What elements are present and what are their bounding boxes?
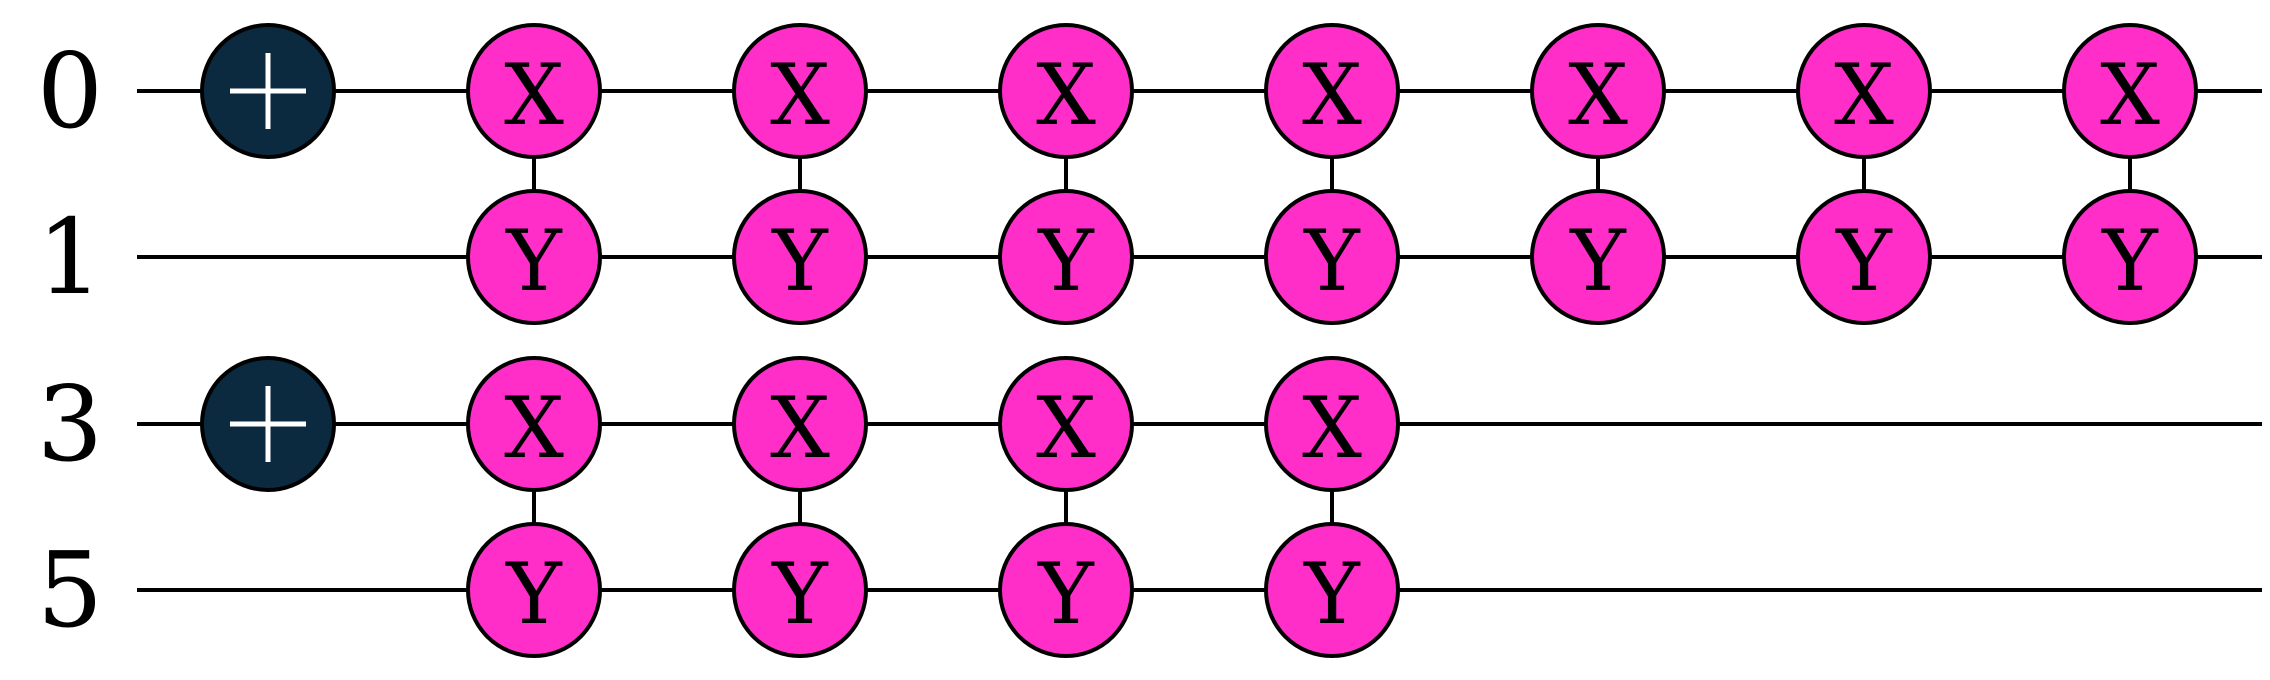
gate-label: Y <box>505 545 563 643</box>
pauli-y-gate: Y <box>1264 189 1400 325</box>
gate-label: Y <box>1569 212 1627 310</box>
gate-label: X <box>770 379 830 477</box>
gate-label: X <box>770 46 830 144</box>
gate-label: Y <box>771 212 829 310</box>
pauli-y-gate: Y <box>2062 189 2198 325</box>
pauli-x-gate: X <box>1264 356 1400 492</box>
pauli-x-gate: X <box>466 356 602 492</box>
gate-label: Y <box>771 545 829 643</box>
gate-label: Y <box>2101 212 2159 310</box>
gate-circle <box>1530 189 1666 325</box>
gate-circle <box>1530 23 1666 159</box>
plus-gate <box>200 356 336 492</box>
gate-circle <box>1796 23 1932 159</box>
plus-gate <box>200 23 336 159</box>
gate-label: Y <box>1303 545 1361 643</box>
gate-label: Y <box>505 212 563 310</box>
pauli-x-gate: X <box>998 356 1134 492</box>
pauli-y-gate: Y <box>466 522 602 658</box>
pauli-x-gate: X <box>466 23 602 159</box>
gate-label: X <box>1036 379 1096 477</box>
gate-circle <box>466 23 602 159</box>
gate-circle <box>998 189 1134 325</box>
gate-circle <box>732 356 868 492</box>
gate-label: X <box>2100 46 2160 144</box>
pauli-x-gate: X <box>732 23 868 159</box>
gate-circle <box>1264 23 1400 159</box>
gate-label: X <box>1568 46 1628 144</box>
gate-label: Y <box>1037 212 1095 310</box>
gate-circle <box>1264 356 1400 492</box>
gate-circle <box>998 522 1134 658</box>
gate-circle <box>2062 23 2198 159</box>
gate-circle <box>732 522 868 658</box>
gate-circle <box>1796 189 1932 325</box>
gate-circle <box>732 23 868 159</box>
pauli-y-gate: Y <box>1530 189 1666 325</box>
wires-layer <box>137 89 2262 592</box>
gate-label: Y <box>1303 212 1361 310</box>
gate-circle <box>732 189 868 325</box>
qubit-label: 3 <box>37 363 103 485</box>
pauli-y-gate: Y <box>466 189 602 325</box>
gate-label: X <box>1302 379 1362 477</box>
gate-circle <box>998 23 1134 159</box>
gate-circle <box>466 356 602 492</box>
gate-label: Y <box>1037 545 1095 643</box>
gate-label: Y <box>1835 212 1893 310</box>
pauli-y-gate: Y <box>732 189 868 325</box>
pauli-y-gate: Y <box>1264 522 1400 658</box>
gate-circle <box>466 189 602 325</box>
pauli-y-gate: Y <box>1796 189 1932 325</box>
qubit-label: 0 <box>37 30 103 152</box>
pauli-x-gate: X <box>998 23 1134 159</box>
pauli-y-gate: Y <box>732 522 868 658</box>
gate-label: X <box>504 379 564 477</box>
gate-circle <box>2062 189 2198 325</box>
pauli-y-gate: Y <box>998 189 1134 325</box>
connections-layer <box>532 157 2132 524</box>
gate-label: X <box>1302 46 1362 144</box>
pauli-x-gate: X <box>2062 23 2198 159</box>
pauli-x-gate: X <box>732 356 868 492</box>
gate-circle <box>1264 189 1400 325</box>
gate-label: X <box>1036 46 1096 144</box>
gate-circle <box>998 356 1134 492</box>
gate-label: X <box>504 46 564 144</box>
gate-circle <box>1264 522 1400 658</box>
qubit-label: 5 <box>37 529 103 651</box>
gate-label: X <box>1834 46 1894 144</box>
pauli-x-gate: X <box>1264 23 1400 159</box>
pauli-y-gate: Y <box>998 522 1134 658</box>
labels-layer: 0 1 3 5 <box>37 30 103 651</box>
qubit-label: 1 <box>37 196 103 318</box>
pauli-x-gate: X <box>1796 23 1932 159</box>
gate-circle <box>466 522 602 658</box>
pauli-x-gate: X <box>1530 23 1666 159</box>
